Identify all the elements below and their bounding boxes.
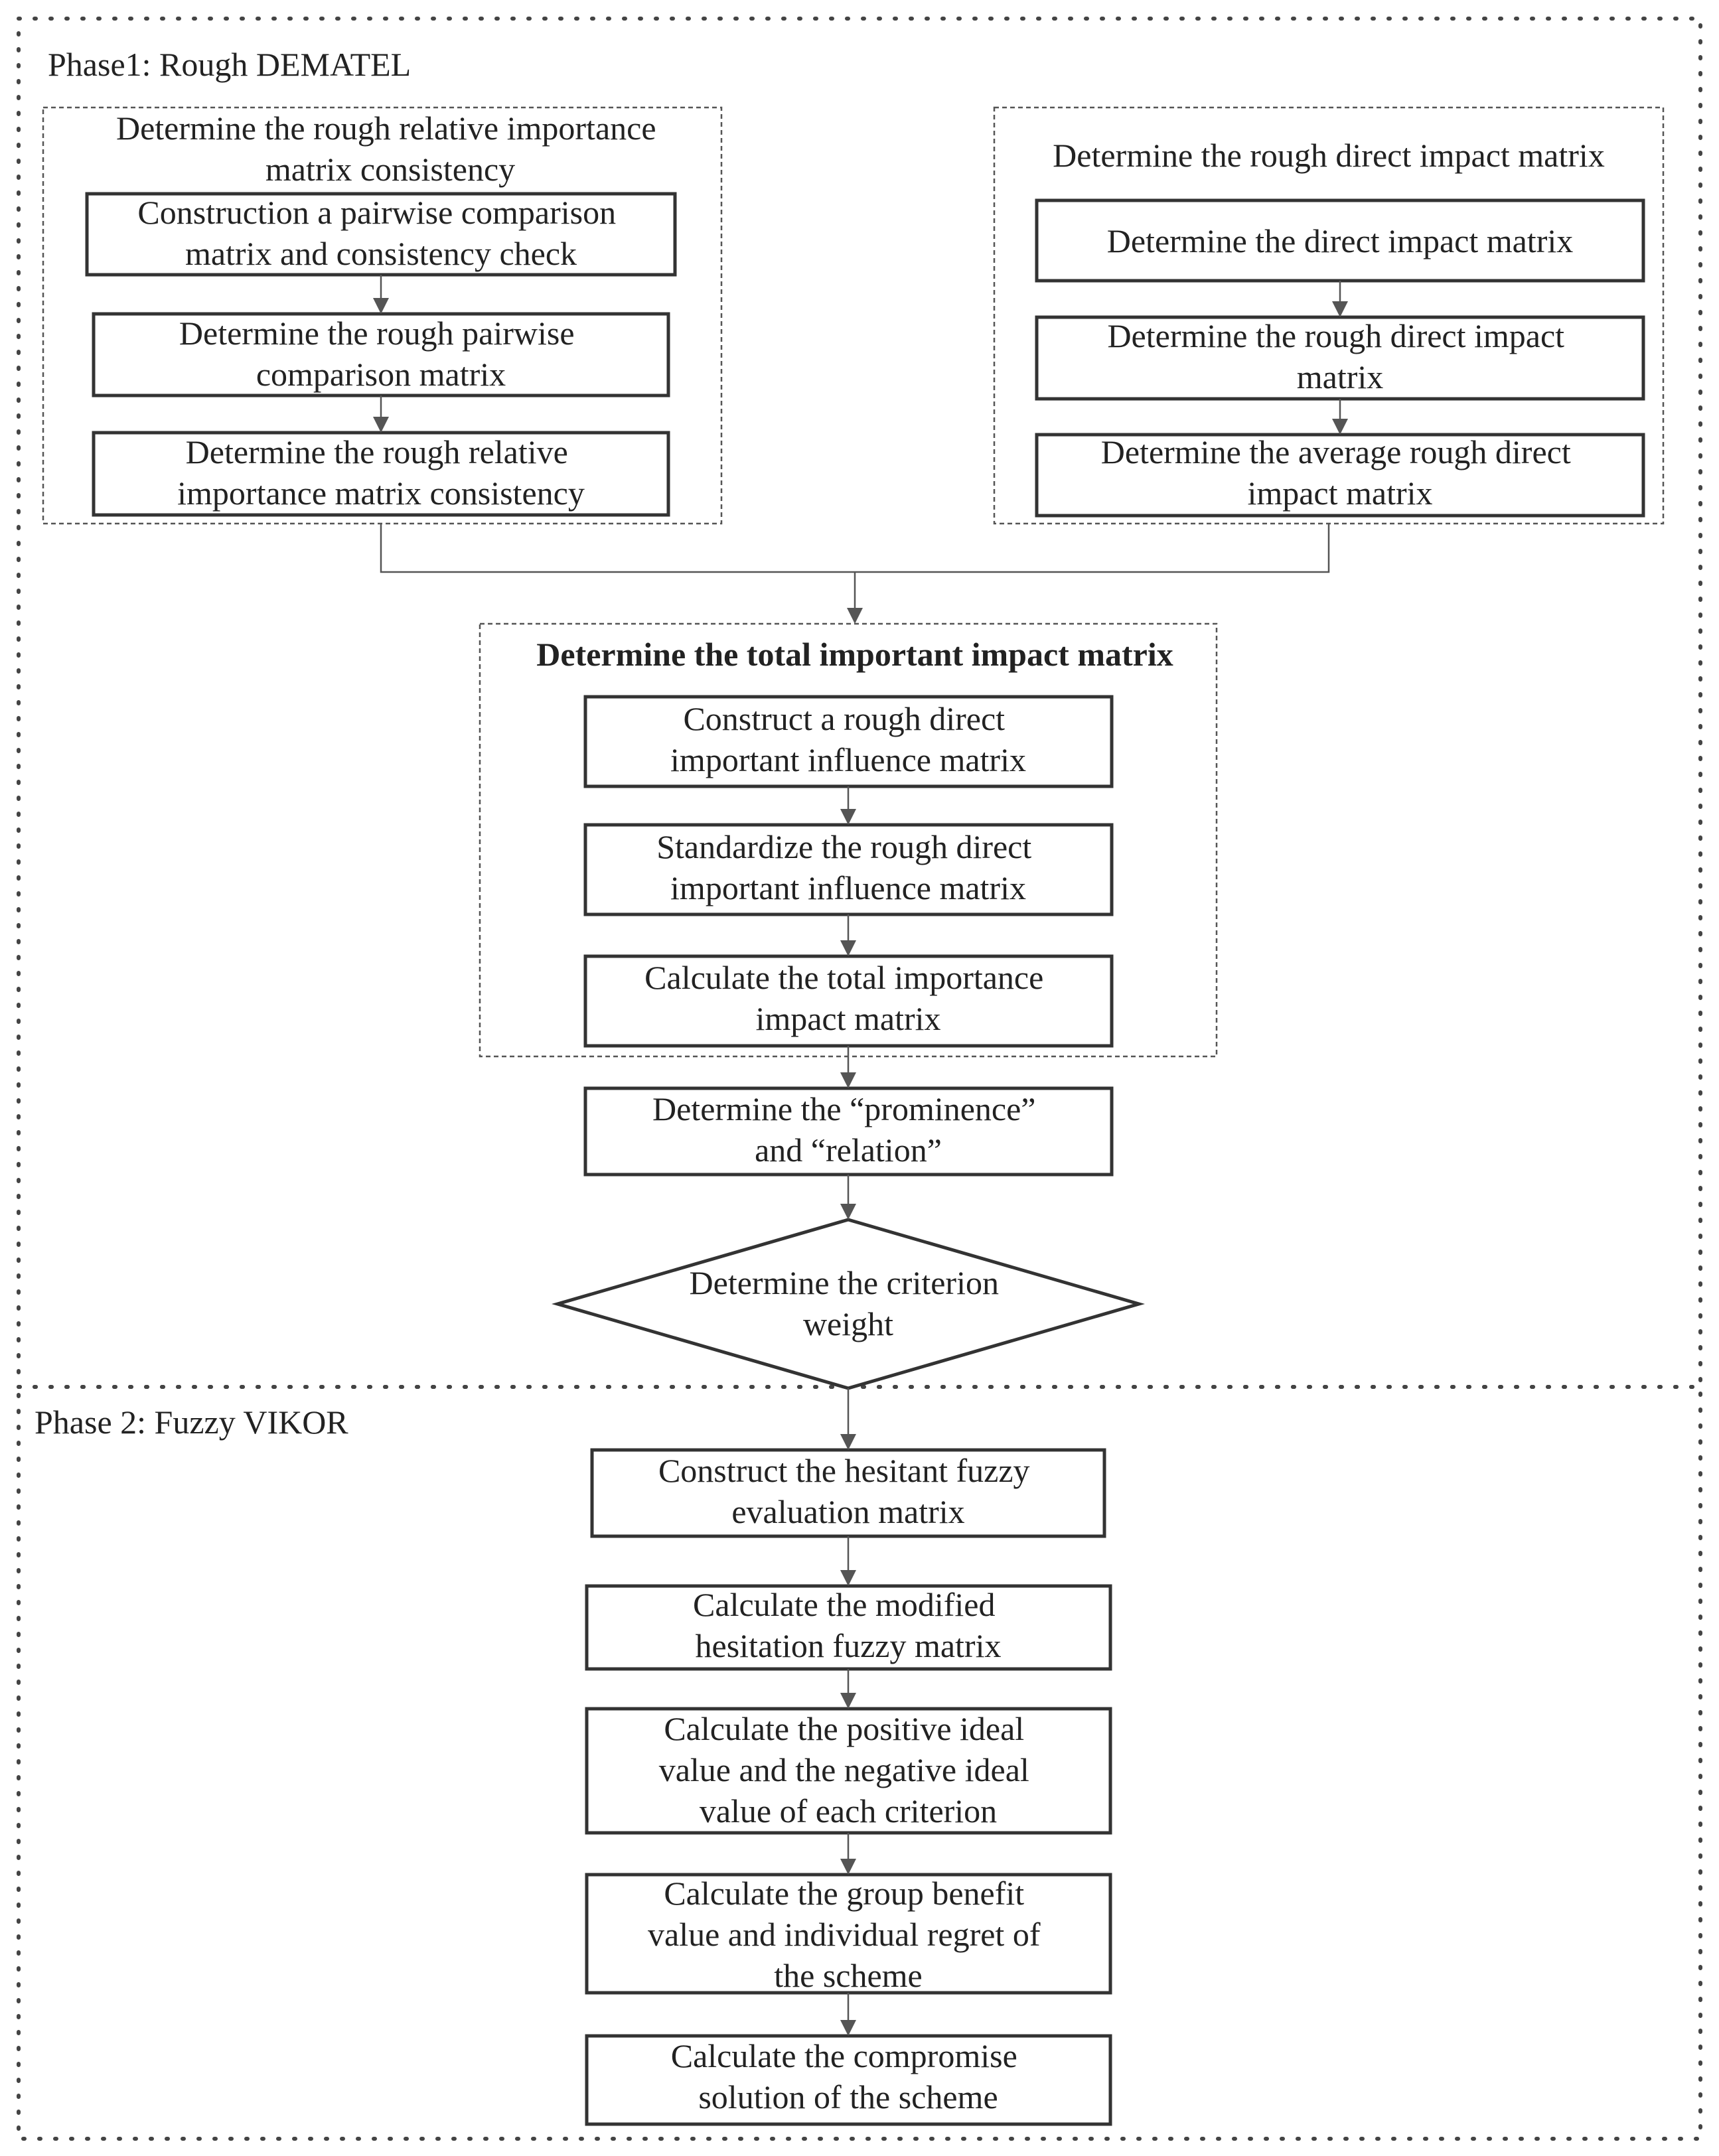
svg-text:Construction a pairwise compar: Construction a pairwise comparison matri… (137, 194, 624, 272)
svg-text:Calculate the positive ideal: Calculate the positive ideal value and t… (659, 1710, 1038, 1830)
svg-text:Determine the average rough di: Determine the average rough direct impac… (1101, 433, 1579, 512)
svg-text:Determine the rough direct imp: Determine the rough direct impact matrix (1107, 317, 1572, 395)
phase1-label: Phase1: Rough DEMATEL (48, 46, 411, 83)
phase2-step-3: Calculate the positive ideal value and t… (585, 1707, 1112, 1835)
center-step-1: Construct a rough direct important influ… (583, 695, 1114, 788)
svg-text:Determine the “prominence”: Determine the “prominence” and “relation… (652, 1090, 1044, 1169)
connectors (373, 275, 1348, 2036)
left-step-3: Determine the rough relative importance … (92, 431, 670, 517)
right-step-3: Determine the average rough direct impac… (1035, 433, 1645, 518)
svg-text:Determine the direct impact ma: Determine the direct impact matrix (1107, 222, 1574, 259)
phase2-frame (17, 1385, 1702, 2141)
left-group-container (42, 106, 723, 525)
center-step-3: Calculate the total importance impact ma… (583, 954, 1114, 1048)
right-step-1: Determine the direct impact matrix (1035, 198, 1645, 283)
center-group-title: Determine the total important impact mat… (536, 636, 1173, 673)
svg-text:Calculate the compromise: Calculate the compromise solution of the… (671, 2037, 1026, 2116)
phase2-step-4: Calculate the group benefit value and in… (585, 1873, 1112, 1995)
svg-text:Calculate the modified h: Calculate the modified hesitation fuzzy … (693, 1586, 1004, 1664)
phase2-step-2: Calculate the modified hesitation fuzzy … (585, 1584, 1112, 1671)
svg-text:Construct the hesitant fuzzy: Construct the hesitant fuzzy evaluation … (658, 1452, 1038, 1530)
phase2-step-5: Calculate the compromise solution of the… (585, 2034, 1112, 2126)
svg-text:Determine the criterion: Determine the criterion weight (690, 1264, 1008, 1342)
left-step-1: Construction a pairwise comparison matri… (85, 192, 677, 277)
right-step-2: Determine the rough direct impact matrix (1035, 315, 1645, 401)
phase2-step-1: Construct the hesitant fuzzy evaluation … (590, 1448, 1106, 1538)
center-step-2: Standardize the rough direct important i… (583, 823, 1114, 916)
prominence-relation-box: Determine the “prominence” and “relation… (583, 1086, 1114, 1177)
svg-text:Determine the rough relative: Determine the rough relative importance … (177, 433, 585, 512)
phase1-frame (17, 17, 1702, 1389)
svg-text:Construct a rough direct: Construct a rough direct important influ… (670, 700, 1026, 778)
svg-text:Standardize the rough direct: Standardize the rough direct important i… (656, 828, 1040, 906)
left-step-2: Determine the rough pairwise comparison … (92, 312, 670, 397)
merge-connector (380, 524, 1330, 573)
left-group-title: Determine the rough relative importance … (116, 109, 664, 188)
phase2-label: Phase 2: Fuzzy VIKOR (35, 1403, 348, 1441)
svg-text:Determine the rough pairwise: Determine the rough pairwise comparison … (179, 315, 583, 393)
right-group-title: Determine the rough direct impact matrix (1053, 137, 1605, 174)
svg-text:Calculate the total importance: Calculate the total importance impact ma… (644, 959, 1052, 1037)
svg-text:Calculate the group benefit: Calculate the group benefit value and in… (648, 1875, 1049, 1994)
criterion-weight-decision: Determine the criterion weight (552, 1218, 1145, 1390)
